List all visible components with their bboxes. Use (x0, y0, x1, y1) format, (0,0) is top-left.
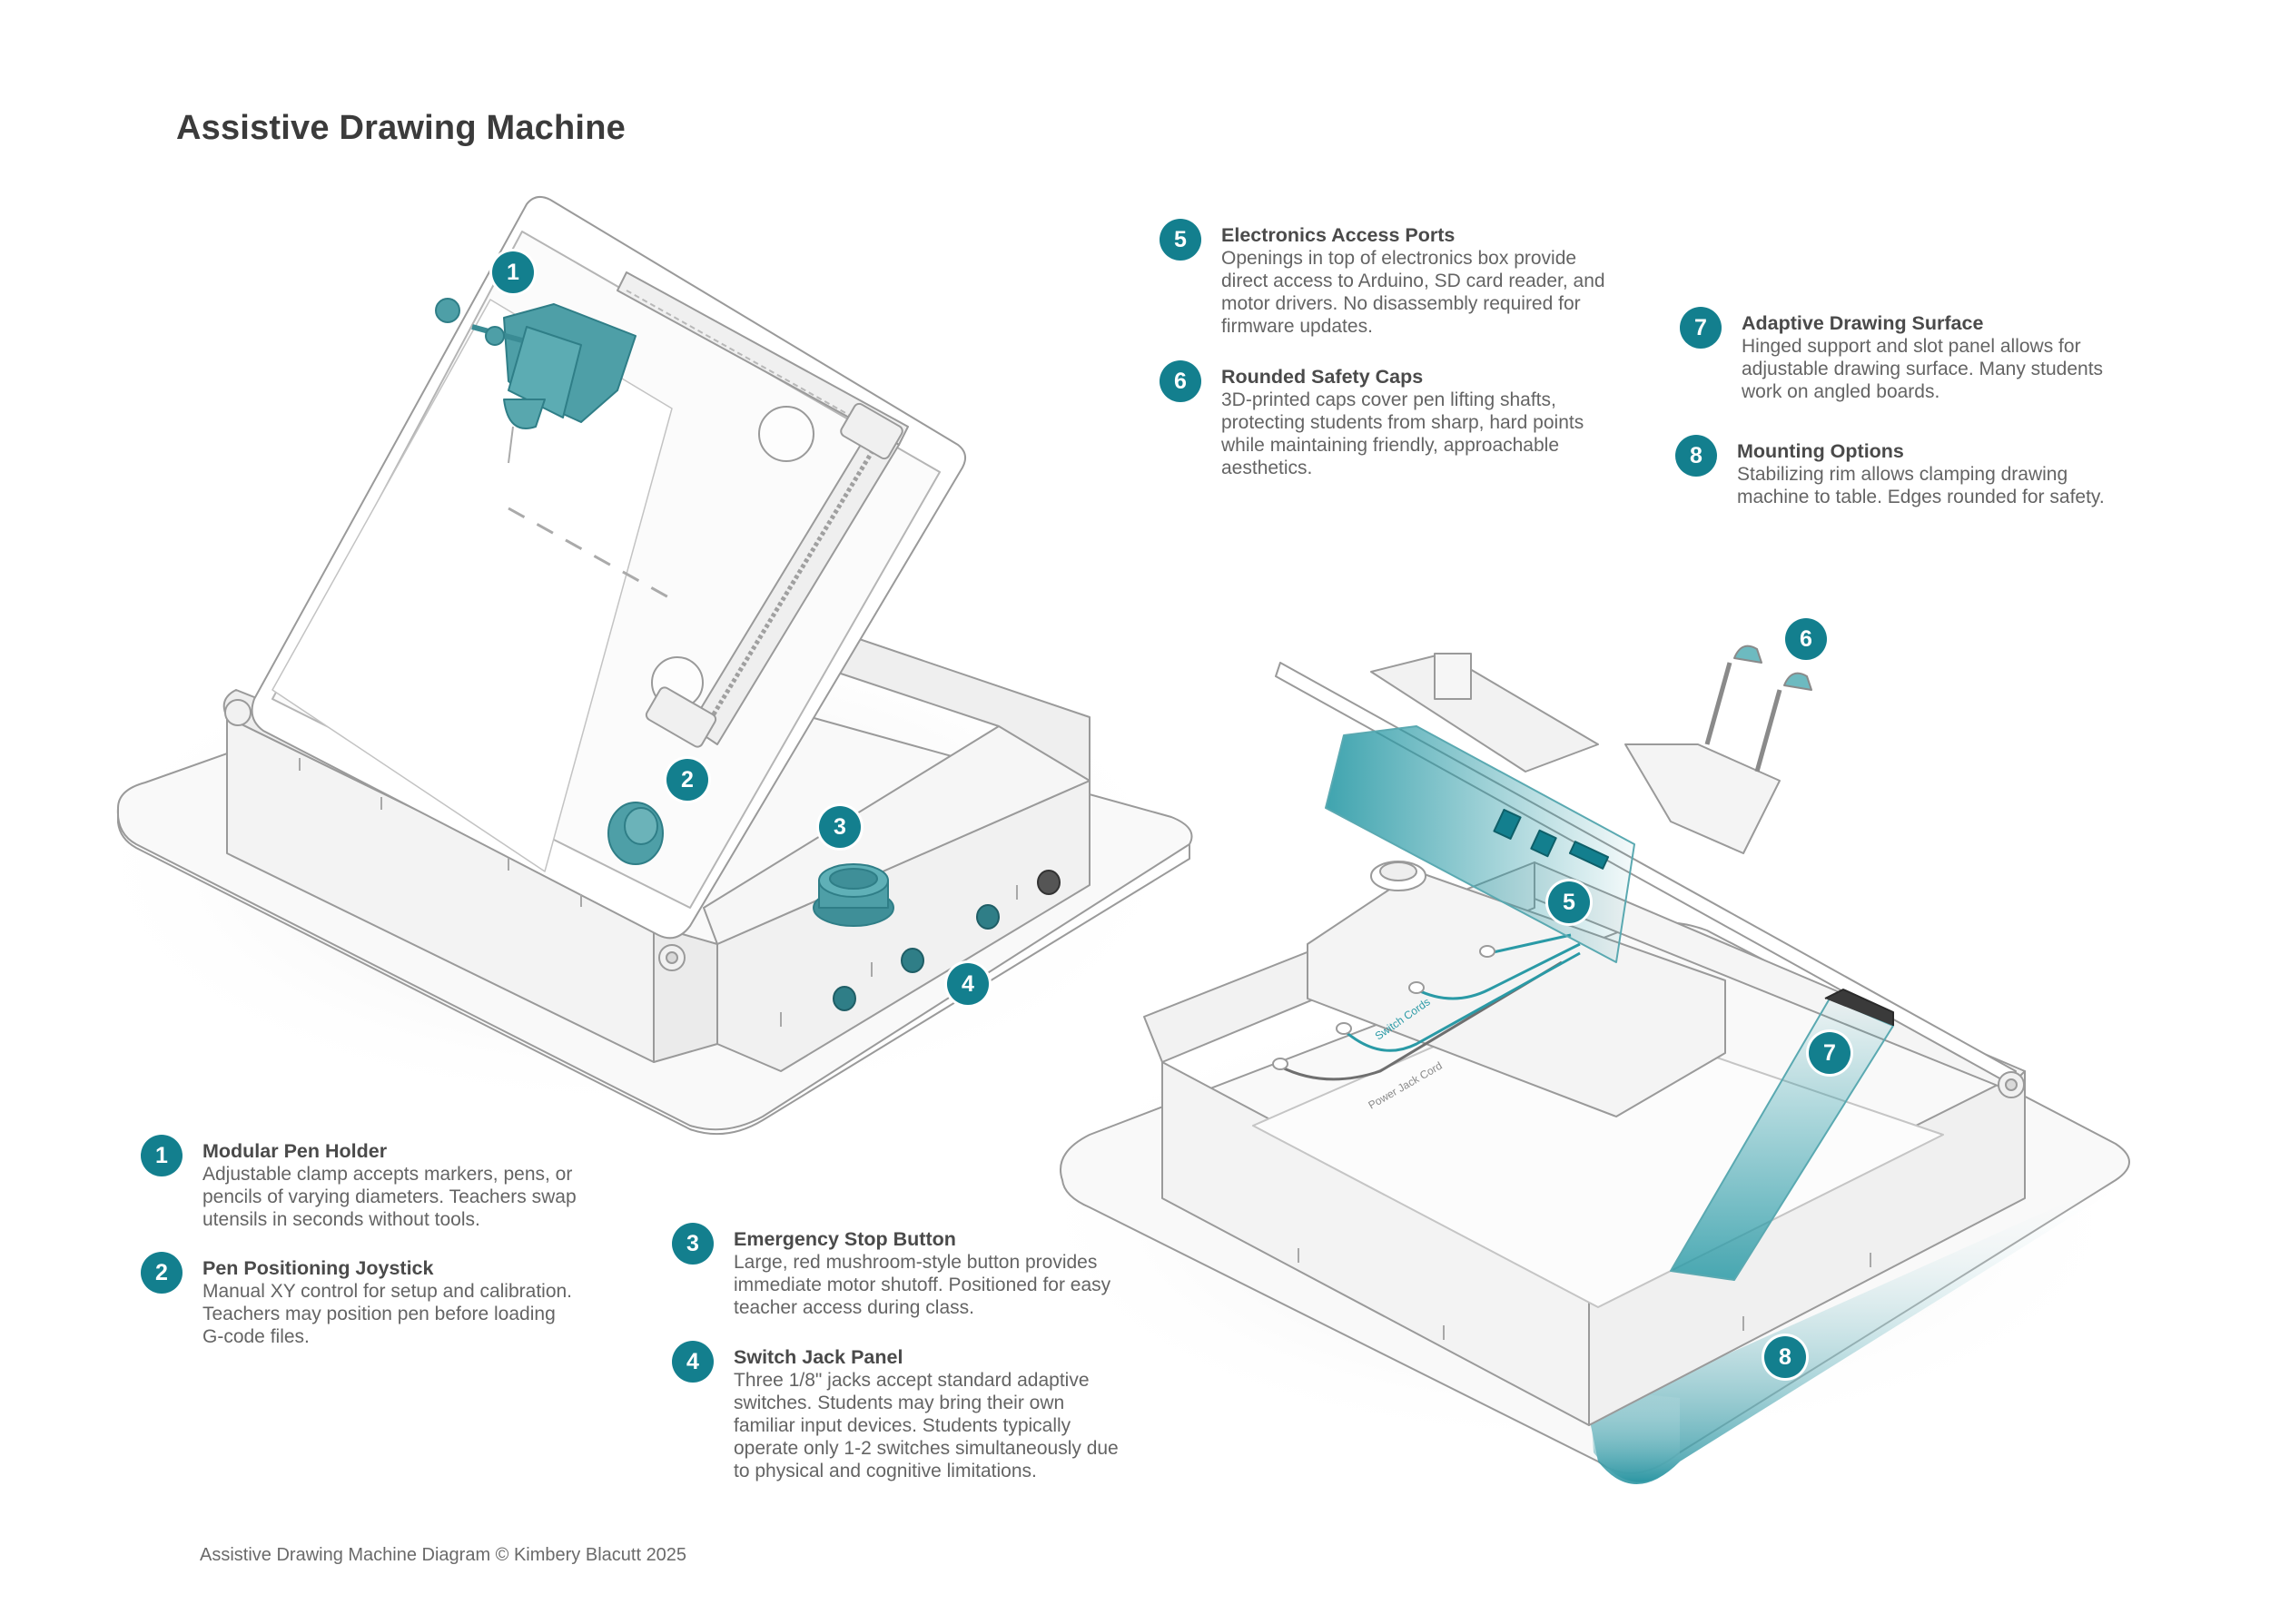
callout-number: 6 (1160, 360, 1201, 402)
callout-title: Switch Jack Panel (734, 1346, 903, 1368)
callout-line: machine to table. Edges rounded for safe… (1737, 487, 2105, 507)
badge-8: 8 (1764, 1336, 1806, 1378)
callout-title: Emergency Stop Button (734, 1228, 956, 1250)
callout-number: 5 (1160, 219, 1201, 261)
callout-line: 3D-printed caps cover pen lifting shafts… (1221, 389, 1556, 410)
callout-line: switches. Students may bring their own (734, 1393, 1065, 1413)
callout-line: Openings in top of electronics box provi… (1221, 248, 1577, 269)
callout-line: Adjustable clamp accepts markers, pens, … (202, 1164, 573, 1185)
badge-5: 5 (1548, 881, 1590, 923)
callout-line: aesthetics. (1221, 458, 1313, 478)
callout-line: Three 1/8" jacks accept standard adaptiv… (734, 1370, 1090, 1391)
callout-number: 4 (672, 1341, 714, 1383)
callout-title: Mounting Options (1737, 440, 1904, 462)
callout-mounting-options: 8 Mounting Options Stabilizing rim allow… (1675, 435, 2245, 508)
page-title: Assistive Drawing Machine (176, 109, 626, 147)
callout-number: 7 (1680, 307, 1722, 349)
badge-4: 4 (947, 963, 989, 1005)
callout-rounded-safety-caps: 6 Rounded Safety Caps 3D-printed caps co… (1160, 360, 1730, 479)
callout-line: Manual XY control for setup and calibrat… (202, 1281, 573, 1302)
callout-line: Teachers may position pen before loading (202, 1304, 556, 1324)
callout-line: adjustable drawing surface. Many student… (1742, 359, 2104, 379)
callout-emergency-stop-button: 3 Emergency Stop Button Large, red mushr… (672, 1223, 1242, 1319)
badge-6: 6 (1785, 618, 1827, 660)
callout-line: Stabilizing rim allows clamping drawing (1737, 464, 2068, 485)
emergency-stop (813, 863, 894, 927)
callout-number: 8 (1675, 435, 1717, 477)
callout-title: Rounded Safety Caps (1221, 366, 1424, 388)
safety-caps (1704, 645, 1812, 773)
callout-line: immediate motor shutoff. Positioned for … (734, 1275, 1111, 1295)
callout-line: protecting students from sharp, hard poi… (1221, 412, 1584, 433)
callout-pen-positioning-joystick: 2 Pen Positioning Joystick Manual XY con… (141, 1252, 711, 1348)
callout-title: Pen Positioning Joystick (202, 1257, 434, 1279)
badge-3: 3 (819, 806, 861, 848)
callout-line: pencils of varying diameters. Teachers s… (202, 1186, 577, 1207)
callout-line: Large, red mushroom-style button provide… (734, 1252, 1098, 1273)
callout-electronics-access-ports: 5 Electronics Access Ports Openings in t… (1160, 219, 1730, 338)
joystick (607, 802, 664, 865)
callout-line: to physical and cognitive limitations. (734, 1461, 1037, 1481)
callout-line: Hinged support and slot panel allows for (1742, 336, 2081, 357)
callout-line: motor drivers. No disassembly required f… (1221, 293, 1581, 314)
callout-number: 3 (672, 1223, 714, 1265)
callout-modular-pen-holder: 1 Modular Pen Holder Adjustable clamp ac… (141, 1135, 711, 1231)
badge-1: 1 (492, 251, 534, 293)
badge-2: 2 (666, 759, 708, 801)
callout-line: firmware updates. (1221, 316, 1373, 337)
callout-title: Electronics Access Ports (1221, 224, 1456, 246)
callout-switch-jack-panel: 4 Switch Jack Panel Three 1/8" jacks acc… (672, 1341, 1242, 1482)
callout-line: operate only 1-2 switches simultaneously… (734, 1438, 1119, 1459)
badge-7: 7 (1809, 1032, 1851, 1074)
callout-line: utensils in seconds without tools. (202, 1209, 480, 1230)
callout-line: work on angled boards. (1742, 381, 1940, 402)
callout-number: 1 (141, 1135, 183, 1176)
callout-title: Adaptive Drawing Surface (1742, 312, 1984, 334)
callout-line: while maintaining friendly, approachable (1221, 435, 1560, 456)
callout-number: 2 (141, 1252, 183, 1294)
callout-line: G-code files. (202, 1326, 310, 1347)
callout-adaptive-drawing-surface: 7 Adaptive Drawing Surface Hinged suppor… (1680, 307, 2250, 403)
callout-title: Modular Pen Holder (202, 1140, 388, 1162)
callout-line: teacher access during class. (734, 1297, 974, 1318)
callout-line: familiar input devices. Students typical… (734, 1415, 1071, 1436)
switch-jacks (833, 870, 1061, 1011)
copyright-footer: Assistive Drawing Machine Diagram © Kimb… (200, 1545, 687, 1565)
callout-line: direct access to Arduino, SD card reader… (1221, 271, 1605, 291)
pen-holder (435, 298, 637, 464)
left-machine (73, 195, 1199, 1136)
